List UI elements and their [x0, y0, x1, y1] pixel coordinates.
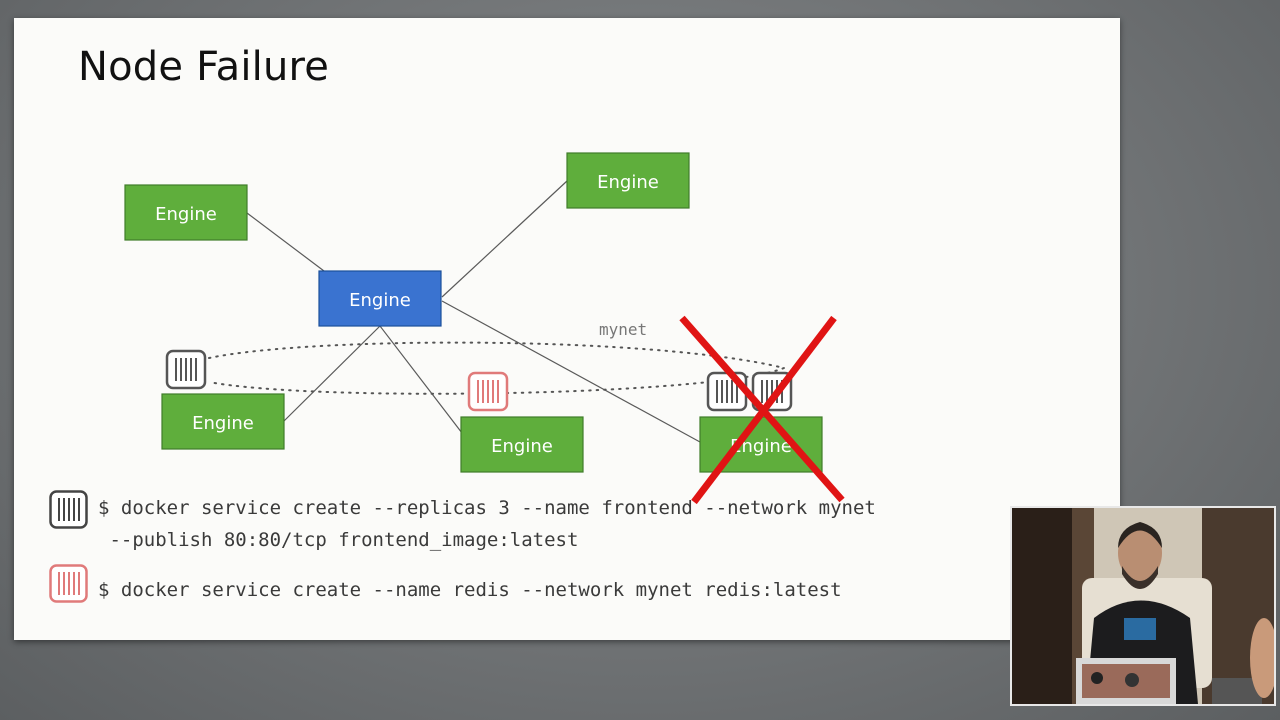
speaker-image [1012, 508, 1274, 704]
container-icon [167, 351, 205, 388]
redis-command: $ docker service create --name redis --n… [98, 574, 842, 606]
engine-label: Engine [192, 413, 254, 434]
container-icon [708, 373, 746, 410]
frontend-command-line2: --publish 80:80/tcp frontend_image:lates… [98, 529, 578, 551]
link-manager-engine-topleft [247, 213, 324, 271]
engine-bottom-left: Engine [162, 394, 284, 449]
engine-top-right: Engine [567, 153, 689, 208]
container-icon [49, 490, 89, 530]
frontend-command-line1: $ docker service create --replicas 3 --n… [98, 497, 876, 519]
container-icon [49, 564, 89, 604]
red-x-icon [682, 318, 842, 502]
engine-top-left: Engine [125, 185, 247, 240]
container-icon [469, 373, 507, 410]
engine-label: Engine [491, 436, 553, 457]
engine-label: Engine [155, 204, 217, 225]
link-manager-engine-bottomleft [284, 326, 380, 421]
link-manager-engine-topright [442, 181, 567, 297]
engine-label: Engine [597, 172, 659, 193]
engine-label: Engine [349, 290, 411, 311]
engine-failed: Engine [700, 417, 822, 472]
engine-manager: Engine [319, 271, 441, 326]
slide: Node Failure mynet Engine Engine Engine … [14, 18, 1120, 640]
network-label: mynet [599, 320, 647, 339]
engine-bottom-middle: Engine [461, 417, 583, 472]
frontend-command: $ docker service create --replicas 3 --n… [98, 492, 876, 556]
speaker-video [1010, 506, 1276, 706]
